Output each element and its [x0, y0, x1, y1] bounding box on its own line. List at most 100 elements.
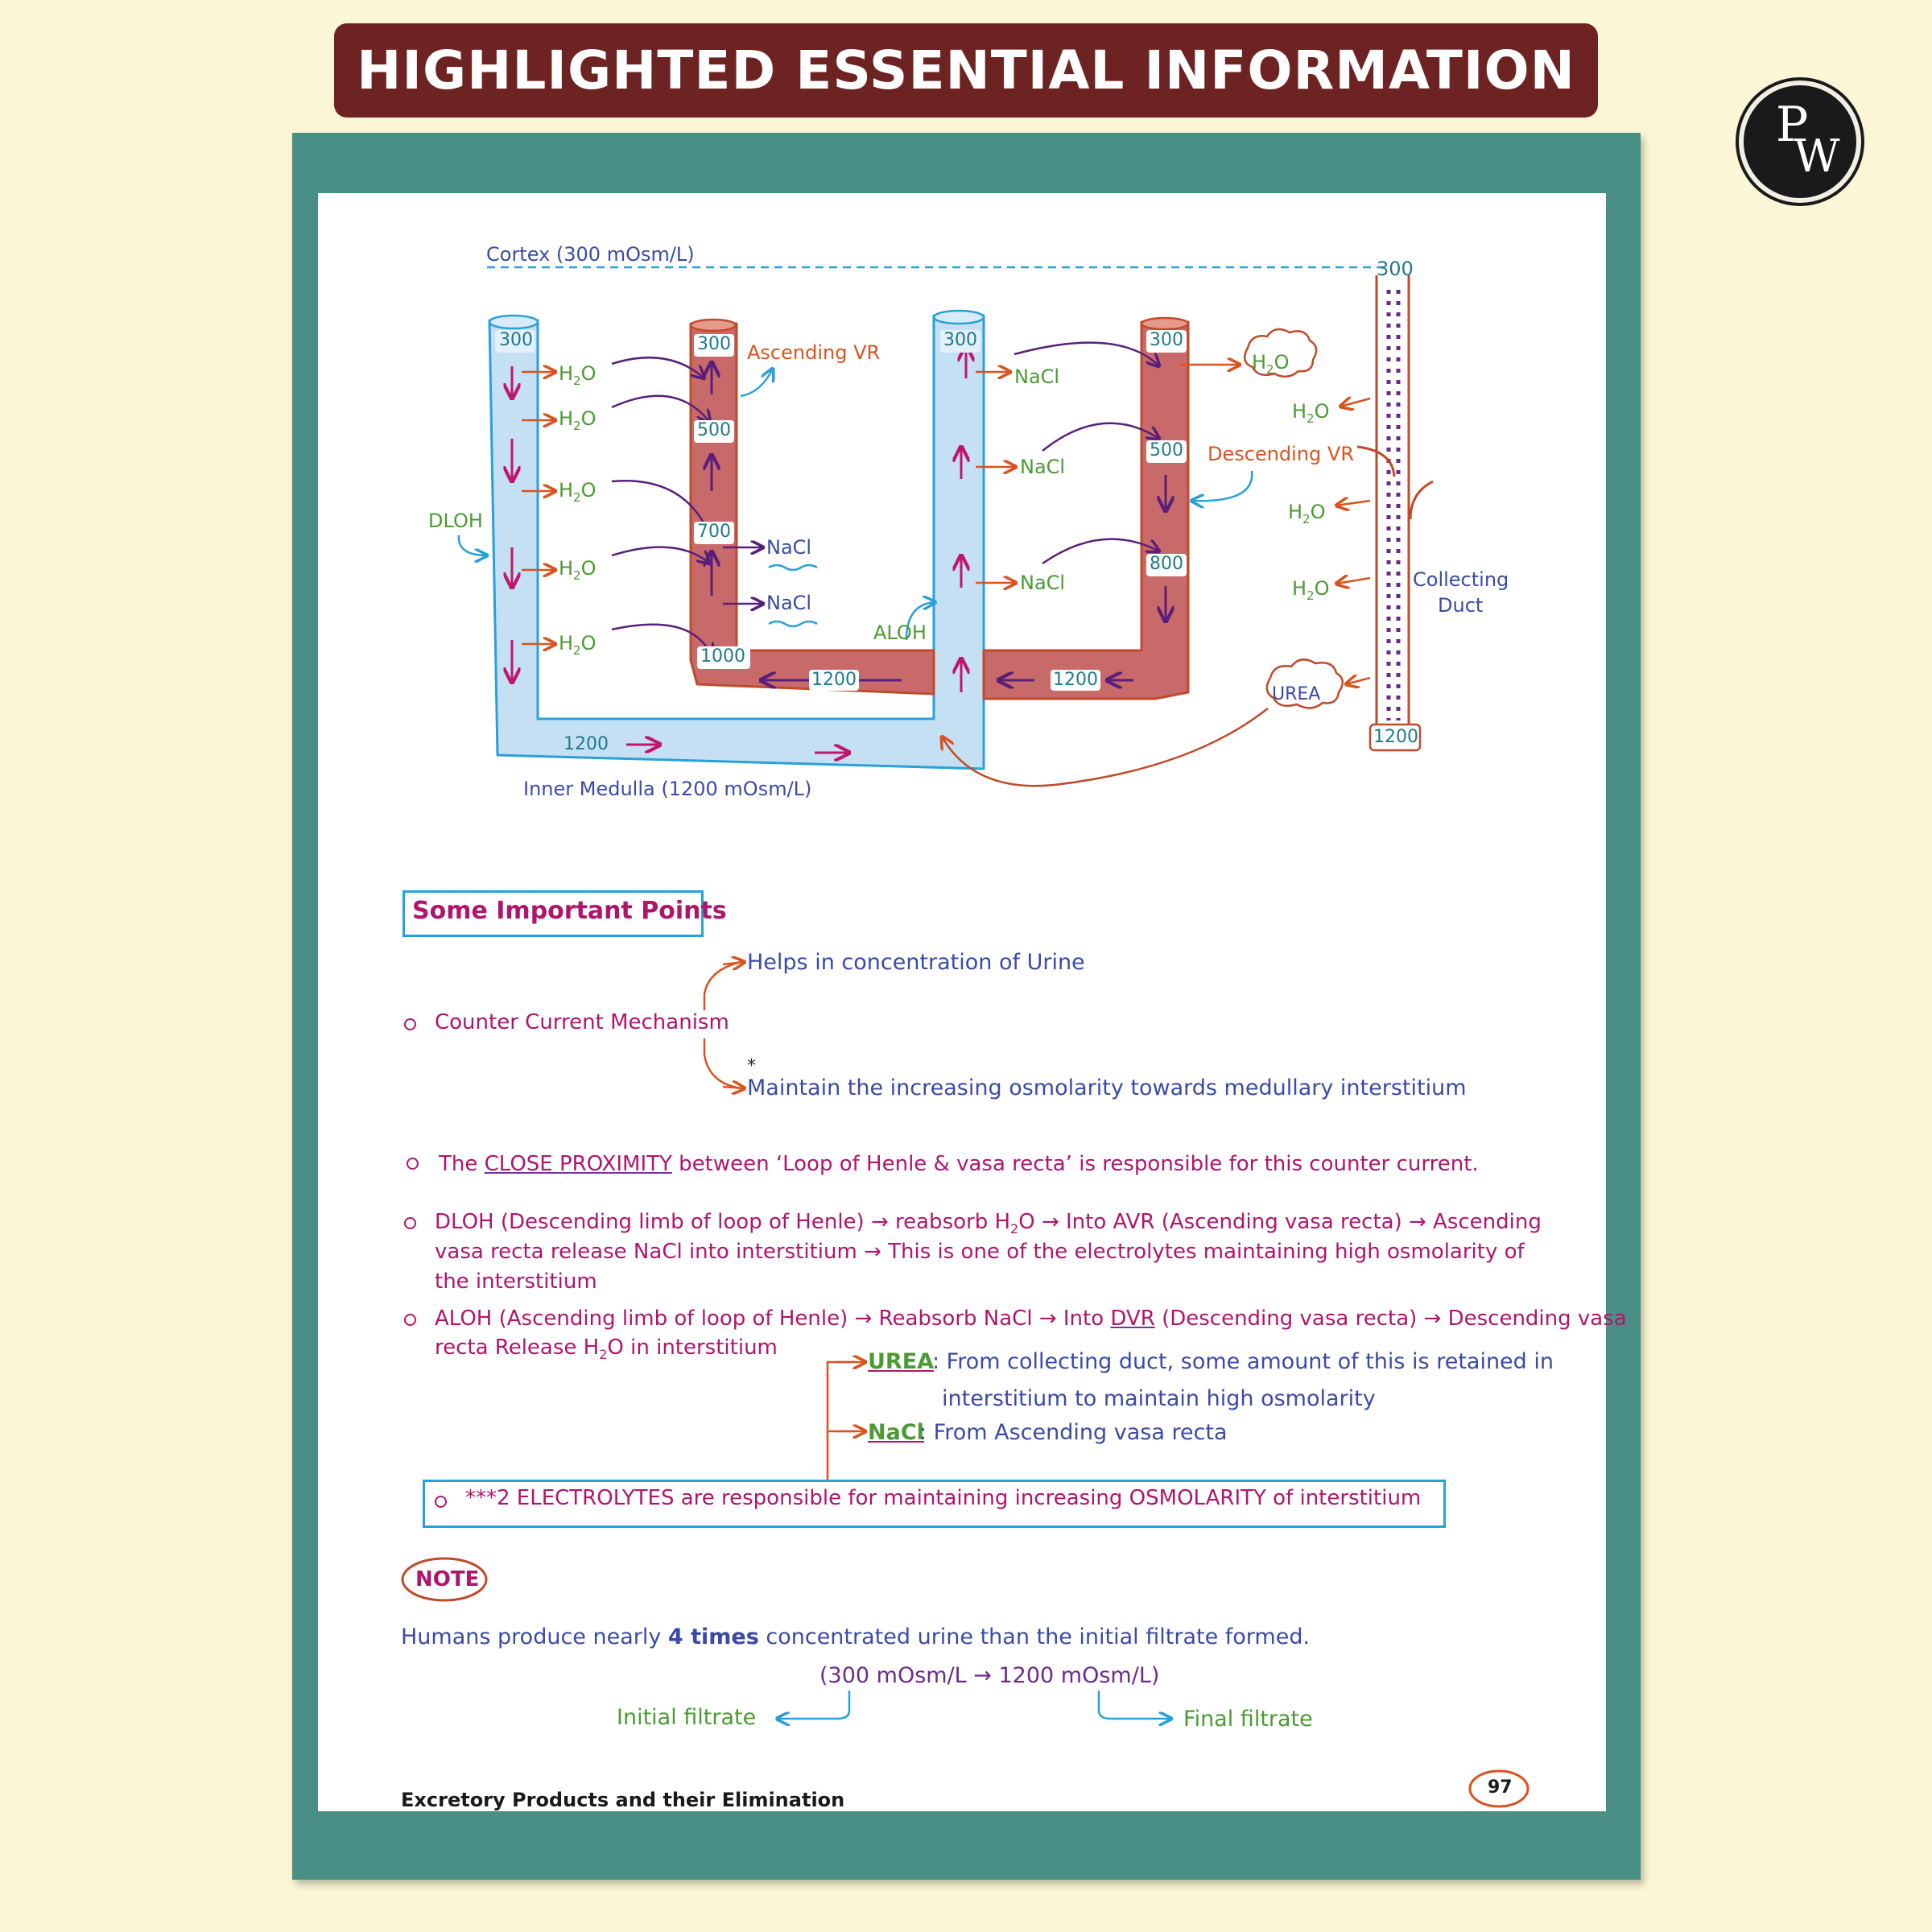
descending-vr-label: Descending VR [1208, 443, 1354, 465]
h2o-label: H2O [559, 407, 597, 433]
nacl-squiggle [768, 620, 818, 628]
page-number-circle [1468, 1769, 1530, 1808]
aloh-point-line-2: recta Release H2O in interstitium [435, 1335, 778, 1363]
bullet-icon [404, 1217, 416, 1229]
duct-value-box [1368, 723, 1422, 752]
dloh-flow-arrows [512, 366, 849, 753]
label-pointers [457, 369, 1253, 641]
nacl-squiggle [768, 564, 818, 572]
nacl-label: NaCl [766, 592, 812, 614]
descending-vasa-recta [982, 320, 1190, 700]
nacl-out-arrows [723, 547, 763, 604]
collecting-duct-label-1: Collecting [1413, 568, 1509, 591]
pw-logo-icon: P W [1739, 80, 1861, 203]
urea-label: UREA [868, 1349, 935, 1374]
ccm-arrow-top [722, 962, 745, 964]
urea-text: : From collecting duct, some amount of t… [932, 1349, 1554, 1374]
nacl-point-label: NaCl [868, 1420, 924, 1445]
final-filtrate-arrow [1097, 1690, 1171, 1719]
dloh-value-bottom: 1200 [564, 734, 609, 754]
dloh-label: DLOH [428, 510, 483, 532]
h2o-label: H2O [559, 479, 597, 505]
h2o-label: H2O [1292, 400, 1330, 426]
nacl-label: NaCl [1014, 365, 1060, 388]
h2o-label: H2O [559, 632, 597, 658]
important-points-heading-box [402, 890, 704, 937]
cortex-value: 300 [1377, 258, 1414, 280]
dvr-value-1200: 1200 [1053, 670, 1098, 690]
h2o-label: H2O [559, 362, 597, 388]
ccm-benefit-1: Helps in concentration of Urine [747, 950, 1085, 975]
h2o-cloud-label: H2O [1252, 351, 1290, 377]
h2o-out-arrows [522, 365, 1371, 684]
avr-value-1200: 1200 [811, 670, 857, 690]
logo-letter-w: W [1794, 130, 1840, 183]
dloh-point-line-3: the interstitium [435, 1269, 597, 1294]
note-circle [401, 1557, 488, 1602]
note-formula: (300 mOsm/L → 1200 mOsm/L) [819, 1663, 1160, 1688]
electrolytes-text: ***2 ELECTROLYTES are responsible for ma… [465, 1486, 1422, 1510]
descending-vr-branch [1356, 445, 1396, 477]
note-label: NOTE [415, 1567, 480, 1591]
h2o-label: H2O [559, 557, 597, 583]
h2o-label: H2O [1288, 501, 1326, 526]
dvr-value-800: 800 [1150, 554, 1183, 574]
note-text: Humans produce nearly 4 times concentrat… [401, 1624, 1311, 1649]
dloh-point-line-1: DLOH (Descending limb of loop of Henle) … [435, 1210, 1542, 1237]
aloh-point-line-1: ALOH (Ascending limb of loop of Henle) →… [435, 1307, 1627, 1331]
ccm-arrow-bottom [722, 1087, 745, 1088]
nacl-label: NaCl [766, 536, 812, 559]
dloh-value-top: 300 [499, 330, 533, 350]
urea-cloud [1265, 658, 1344, 709]
header-banner: HIGHLIGHTED ESSENTIAL INFORMATION [334, 23, 1598, 118]
nacl-label: NaCl [1020, 456, 1066, 478]
h2o-cloud [1243, 328, 1318, 378]
avr-value-700: 700 [697, 522, 731, 542]
avr-value-1000: 1000 [700, 646, 745, 667]
descending-vr-branch [1409, 480, 1434, 520]
initial-filtrate-label: Initial filtrate [617, 1705, 757, 1730]
avr-value-300: 300 [697, 334, 731, 354]
aloh-label: ALOH [873, 621, 927, 644]
aloh-value-300: 300 [943, 330, 977, 350]
aloh-opening [932, 309, 985, 325]
page-number: 97 [1488, 1777, 1513, 1798]
urea-cloud-label: UREA [1272, 684, 1321, 704]
collecting-duct-label-2: Duct [1438, 594, 1484, 617]
initial-filtrate-arrow [777, 1690, 851, 1719]
electrolyte-bracket [826, 1360, 855, 1480]
dvr-flow-arrows [998, 475, 1166, 680]
bullet-icon [435, 1496, 447, 1508]
close-proximity-point: The CLOSE PROXIMITY between ‘Loop of Hen… [439, 1152, 1479, 1176]
star-mark: * [747, 1056, 756, 1076]
nacl-label: NaCl [1020, 572, 1066, 594]
cortex-label: Cortex (300 mOsm/L) [486, 243, 695, 266]
ccm-benefit-2: Maintain the increasing osmolarity towar… [747, 1075, 1467, 1100]
value-boxes [495, 330, 1187, 691]
dvr-opening [1140, 316, 1190, 331]
page-title: HIGHLIGHTED ESSENTIAL INFORMATION [357, 39, 1575, 101]
dvr-value-500: 500 [1150, 440, 1183, 460]
important-points-heading: Some Important Points [412, 897, 727, 925]
avr-opening [689, 318, 737, 332]
medulla-label: Inner Medulla (1200 mOsm/L) [523, 778, 812, 800]
chapter-title: Excretory Products and their Elimination [401, 1789, 845, 1811]
nacl-point-text: : From Ascending vasa recta [919, 1420, 1228, 1445]
electrolytes-box [423, 1480, 1446, 1528]
ccm-text: Counter Current Mechanism [435, 1010, 729, 1034]
h2o-label: H2O [1292, 577, 1330, 603]
dloh-opening [488, 314, 539, 330]
avr-value-500: 500 [697, 420, 731, 440]
aloh-flow-arrows [961, 346, 966, 692]
bullet-icon [404, 1018, 416, 1030]
dvr-value-300: 300 [1150, 330, 1183, 350]
final-filtrate-label: Final filtrate [1183, 1707, 1313, 1732]
duct-value: 1200 [1373, 727, 1418, 747]
logo-letter-p: P [1776, 97, 1809, 153]
urea-return-arrow [942, 708, 1269, 787]
urea-text-2: interstitium to maintain high osmolarity [942, 1386, 1376, 1411]
bullet-icon [404, 1314, 416, 1326]
dloh-point-line-2: vasa recta release NaCl into interstitiu… [435, 1240, 1525, 1264]
ascending-vr-label: Ascending VR [747, 341, 881, 364]
